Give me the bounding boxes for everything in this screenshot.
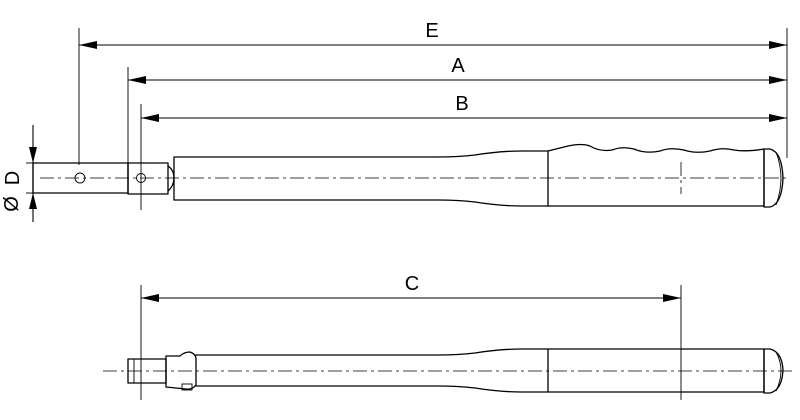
end-cap-inner	[775, 151, 782, 206]
dimension-b: B	[141, 93, 787, 122]
side-shaft	[195, 348, 549, 393]
wrench-shaft	[173, 150, 549, 207]
wrench-grip	[547, 143, 765, 207]
end-cap	[763, 148, 784, 208]
wrench-top-view	[32, 143, 790, 208]
dimension-b-label: B	[455, 93, 468, 115]
head-collar	[167, 165, 175, 192]
dimension-d-label: D	[2, 171, 24, 185]
square-drive-head	[127, 162, 169, 195]
side-head	[165, 351, 197, 390]
dimension-c: C	[141, 273, 681, 302]
dimension-e-label: E	[425, 20, 438, 42]
wrench-side-view	[103, 348, 792, 394]
side-end-cap	[763, 348, 784, 394]
dimension-a-label: A	[451, 55, 465, 77]
dimension-e: E	[79, 20, 787, 49]
dimension-d: D Ø	[1, 125, 40, 222]
dimension-c-label: C	[405, 273, 419, 295]
side-pawl	[181, 383, 193, 391]
side-grip	[547, 348, 765, 393]
dimension-a: A	[128, 55, 787, 84]
diameter-symbol: Ø	[1, 196, 23, 212]
